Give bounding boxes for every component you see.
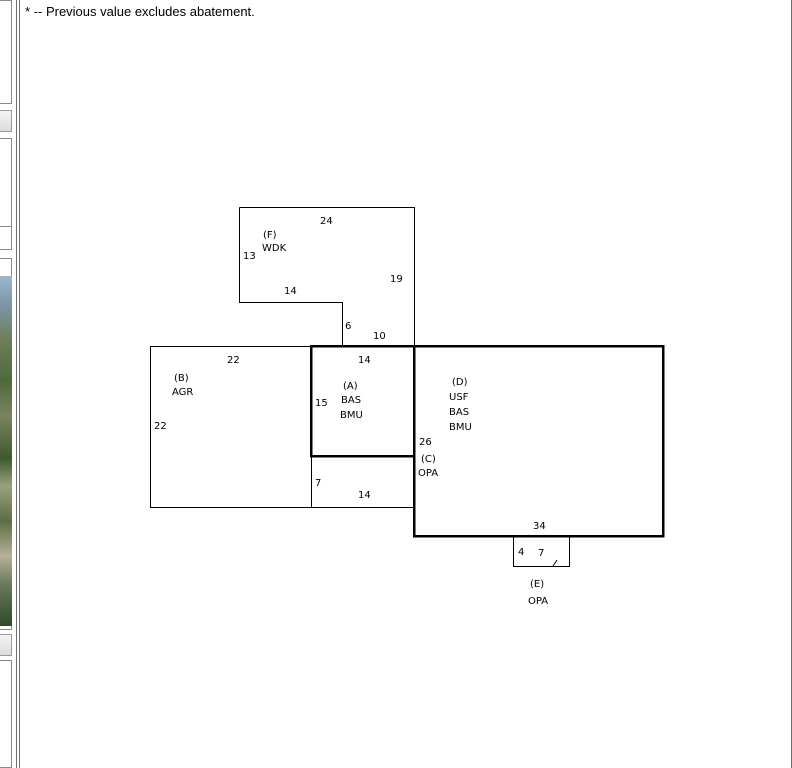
area-code: USF: [449, 392, 469, 403]
dimension-label: 13: [243, 251, 256, 262]
area-b-label: (B) AGR: [172, 373, 193, 398]
dimension-label: 7: [538, 548, 544, 559]
dimension-label: 34: [533, 521, 546, 532]
left-panel-box: [0, 0, 12, 104]
dimension-label: 26: [419, 437, 432, 448]
dimension-label: 10: [373, 331, 386, 342]
dimension-label: 24: [320, 216, 333, 227]
area-e-tick: [552, 559, 558, 567]
area-code: WDK: [262, 243, 287, 254]
area-code: AGR: [172, 387, 193, 398]
panel-separator: [16, 0, 20, 768]
area-code: BMU: [449, 422, 472, 433]
area-b-outline: [150, 346, 312, 508]
left-panel-button[interactable]: [0, 110, 12, 132]
left-panel-button[interactable]: [0, 634, 12, 656]
left-panel-box: [0, 226, 12, 250]
area-d-outline: [412, 344, 665, 538]
property-photo[interactable]: [0, 276, 12, 626]
dimension-label: 4: [518, 547, 524, 558]
area-c-outline: [311, 456, 415, 508]
dimension-label: 6: [345, 321, 351, 332]
dimension-labels: 24 13 19 14 6 10 22 14 15 22 26 7 14 34 …: [154, 216, 546, 559]
area-f-outline: [239, 207, 415, 347]
area-code: OPA: [528, 596, 548, 607]
dimension-label: 15: [315, 398, 328, 409]
left-panel: [0, 0, 16, 768]
area-e-label: (E) OPA: [528, 579, 548, 607]
area-id: (B): [174, 373, 189, 384]
area-code: BAS: [449, 407, 469, 418]
dimension-label: 22: [227, 355, 240, 366]
area-f-label: (F) WDK: [262, 230, 287, 254]
area-c-label: (C) OPA: [418, 454, 438, 479]
area-id: (C): [421, 454, 436, 465]
area-code: OPA: [418, 468, 438, 479]
area-id: (A): [343, 381, 358, 392]
area-id: (E): [530, 579, 544, 590]
area-d-label: (D) USF BAS BMU: [449, 377, 472, 433]
dimension-label: 14: [358, 490, 371, 501]
dimension-label: 7: [315, 478, 321, 489]
dimension-label: 14: [358, 355, 371, 366]
area-a-label: (A) BAS BMU: [340, 381, 363, 421]
area-e-outline: [513, 536, 570, 567]
abatement-footnote: * -- Previous value excludes abatement.: [25, 4, 255, 19]
area-id: (D): [452, 377, 468, 388]
dimension-label: 22: [154, 421, 167, 432]
area-id: (F): [263, 230, 277, 241]
area-code: BMU: [340, 410, 363, 421]
dimension-label: 19: [390, 274, 403, 285]
dimension-label: 14: [284, 286, 297, 297]
area-code: BAS: [341, 395, 361, 406]
